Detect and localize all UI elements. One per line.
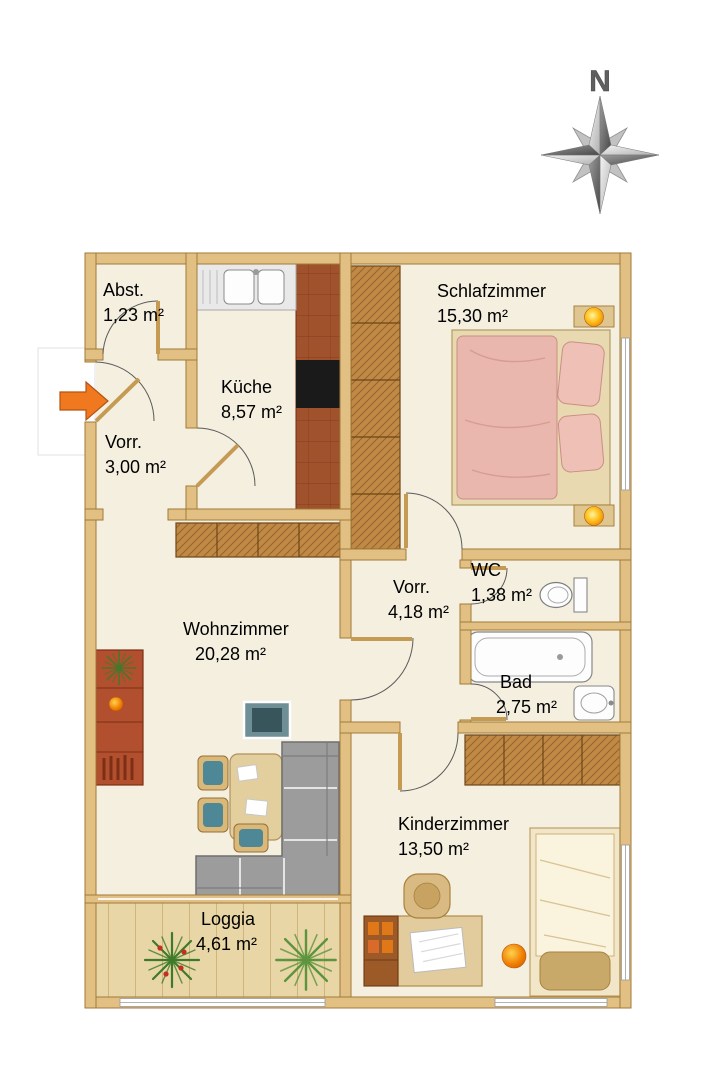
plant-icon — [275, 929, 337, 991]
room-label-kueche: Küche — [221, 377, 272, 397]
ball-icon — [501, 943, 527, 969]
room-area-wohnzimmer: 20,28 m² — [195, 644, 266, 664]
sink-basin — [223, 269, 255, 305]
stove — [296, 360, 340, 408]
windows — [119, 337, 630, 1007]
bedroom-wardrobe — [350, 265, 401, 550]
room-area-bad: 2,75 m² — [496, 697, 557, 717]
room-area-schlafzimmer: 15,30 m² — [437, 306, 508, 326]
room-area-vorr2: 4,18 m² — [388, 602, 449, 622]
room-area-vorr1: 3,00 m² — [105, 457, 166, 477]
north-label: N — [589, 65, 611, 98]
pillow — [557, 341, 605, 407]
plant-icon — [143, 931, 201, 989]
plant-icon — [101, 650, 137, 686]
door-wohnzimmer — [350, 637, 414, 701]
door-schlafzimmer — [404, 492, 463, 550]
lamp-icon — [584, 506, 604, 526]
desk — [397, 915, 483, 987]
sink-basin — [257, 269, 285, 305]
room-label-wohnzimmer: Wohnzimmer — [183, 619, 289, 639]
chair — [233, 823, 269, 853]
entrance-arrow-icon — [59, 380, 109, 422]
room-label-vorr1: Vorr. — [105, 432, 142, 452]
room-area-abst: 1,23 m² — [103, 305, 164, 325]
door-bad — [470, 683, 508, 721]
bathtub — [467, 631, 593, 683]
room-label-loggia: Loggia — [201, 909, 256, 929]
doors — [94, 300, 508, 792]
desk-chair — [403, 873, 451, 919]
pillow — [557, 413, 605, 473]
loggia-deck — [95, 902, 341, 998]
room-label-wc: WC — [471, 560, 501, 580]
chair — [197, 797, 229, 833]
door-entrance — [94, 361, 155, 423]
hall-closet — [175, 522, 341, 558]
room-area-loggia: 4,61 m² — [196, 934, 257, 954]
room-area-wc: 1,38 m² — [471, 585, 532, 605]
pillow — [539, 951, 611, 991]
double-bed — [451, 329, 611, 506]
room-label-schlafzimmer: Schlafzimmer — [437, 281, 546, 301]
shelf-unit — [95, 649, 144, 786]
room-label-vorr2: Vorr. — [393, 577, 430, 597]
chair — [197, 755, 229, 791]
kids-bed — [529, 827, 621, 997]
north-star-icon: N — [540, 65, 660, 215]
tv-console — [242, 700, 292, 740]
bathroom-sink — [573, 685, 615, 721]
room-label-abst: Abst. — [103, 280, 144, 300]
room-label-kinderzimmer: Kinderzimmer — [398, 814, 509, 834]
kids-wardrobe — [464, 734, 621, 786]
toilet — [539, 577, 588, 613]
room-area-kueche: 8,57 m² — [221, 402, 282, 422]
door-kueche — [195, 427, 256, 488]
room-area-kinderzimmer: 13,50 m² — [398, 839, 469, 859]
door-kinderzimmer — [398, 732, 459, 792]
room-labels: Abst. 1,23 m² Küche 8,57 m² Schlafzimmer… — [103, 280, 557, 954]
room-label-bad: Bad — [500, 672, 532, 692]
walls — [84, 252, 632, 1009]
lamp-icon — [584, 307, 604, 327]
door-abst — [102, 300, 160, 355]
bookshelf — [363, 915, 399, 987]
door-wc — [470, 566, 508, 605]
